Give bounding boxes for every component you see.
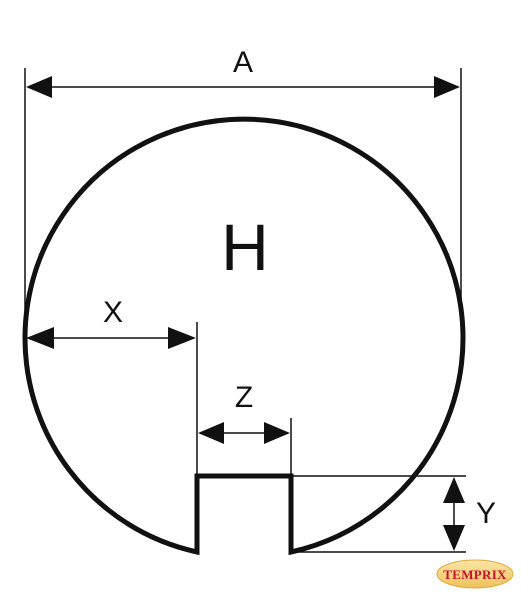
dimension-x-label: X [103,296,123,329]
dimension-z-arrow-left [198,422,224,444]
profile-outline [22,116,466,556]
dimension-x: X [26,296,196,349]
temprix-logo: TEMPRIX [436,559,514,589]
logo-text: TEMPRIX [443,567,507,582]
dimension-x-arrow-left [26,327,54,349]
dimension-x-arrow-right [168,327,196,349]
dimension-y-label: Y [476,497,496,530]
dimension-a: A [26,46,460,98]
dimension-a-arrow-left [26,76,52,98]
dimension-a-arrow-right [434,76,460,98]
dimension-y: Y [443,477,496,551]
dimension-z-arrow-right [264,422,290,444]
dimension-y-arrow-top [443,477,465,503]
dimension-z: Z [198,381,290,444]
dimension-z-label: Z [235,381,253,414]
dimension-a-label: A [233,46,253,79]
dimension-y-arrow-bottom [443,525,465,551]
center-label: H [221,210,269,284]
